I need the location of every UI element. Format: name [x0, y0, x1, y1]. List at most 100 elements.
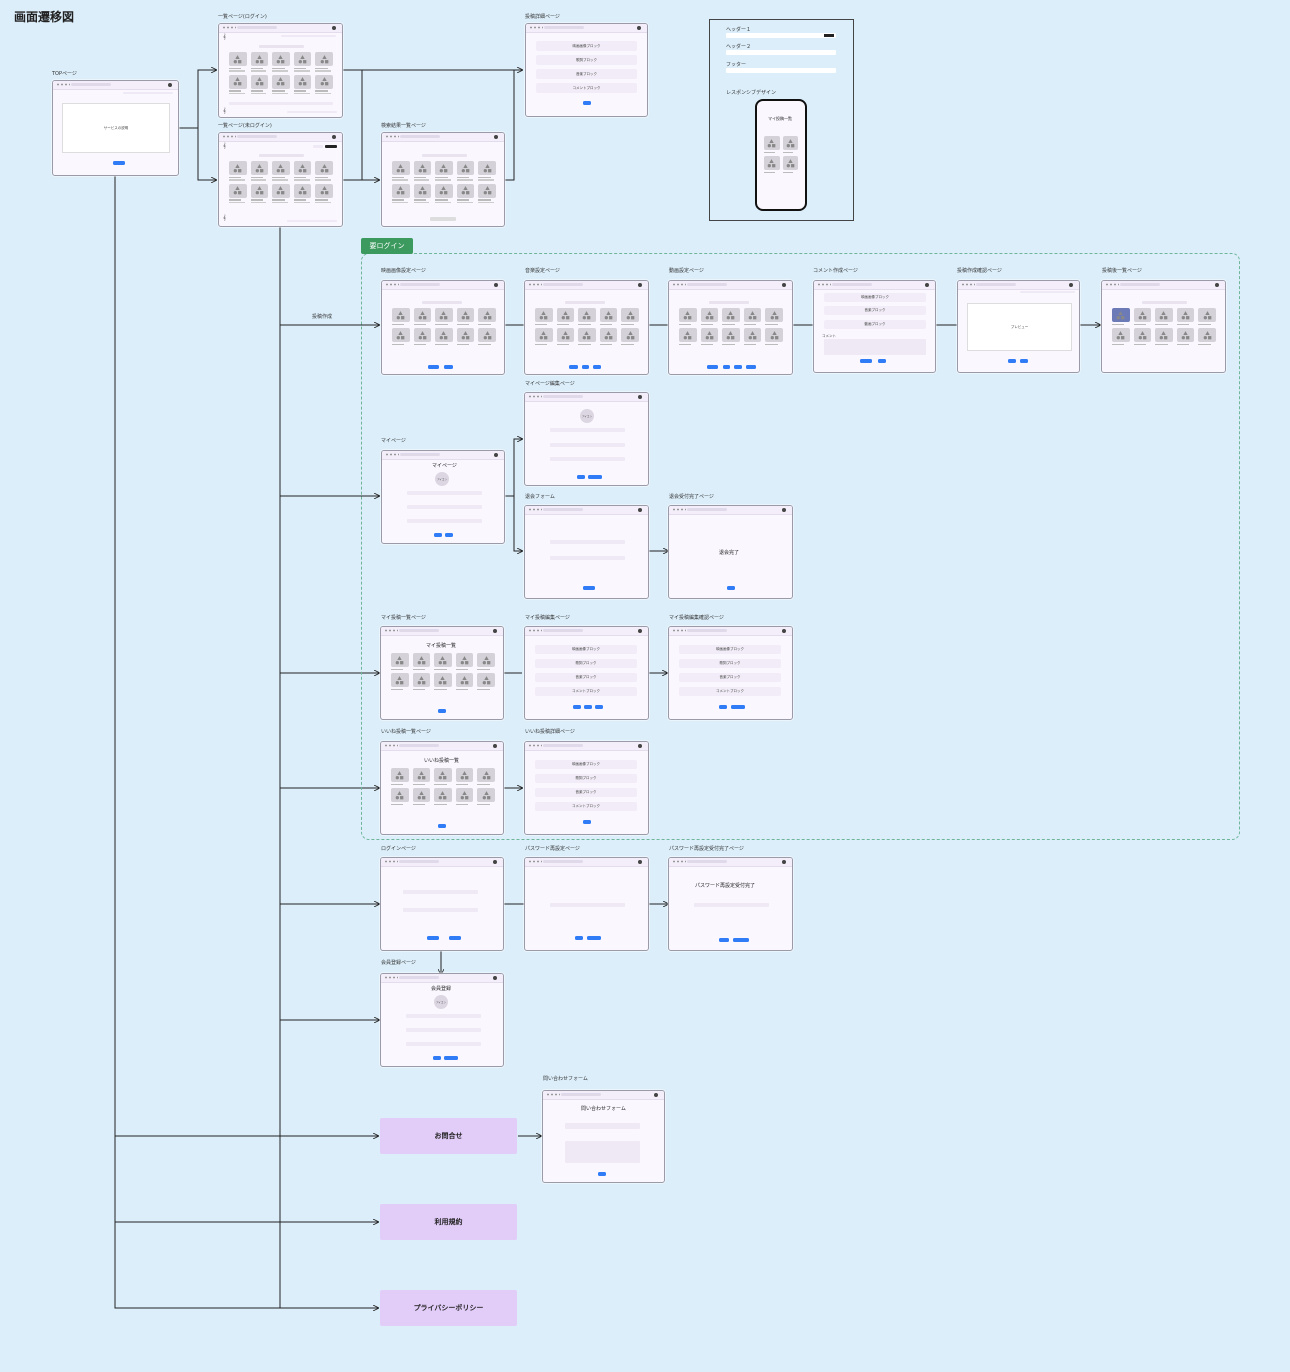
header2-label: ヘッダー２: [726, 44, 752, 50]
privacy-pill[interactable]: プライバシーポリシー: [380, 1290, 517, 1326]
my-posts-heading: マイ投稿一覧: [426, 643, 457, 649]
block: コメントブロック: [535, 802, 637, 811]
my-post-edit-confirm-frame[interactable]: 映画画像ブロック 歌詞ブロック 音楽ブロック コメントブロック: [668, 626, 793, 720]
register-label: 会員登録ページ: [381, 960, 416, 966]
post-confirm-label: 投稿作成確認ページ: [957, 268, 1002, 274]
top-page-frame[interactable]: サービスの説明: [52, 80, 179, 176]
avatar: アイコン: [437, 478, 447, 481]
my-posts-label: マイ投稿一覧ページ: [381, 615, 426, 621]
post-list-label: 投稿後一覧ページ: [1102, 268, 1142, 274]
create-post-label: 投稿作成: [312, 314, 333, 320]
pw-reset-done-frame[interactable]: パスワード再設定受付完了: [668, 857, 793, 951]
liked-posts-heading: いいね投稿一覧: [424, 758, 460, 764]
withdraw-frame[interactable]: [524, 505, 649, 599]
block: 音楽ブロック: [535, 673, 637, 682]
block: 歌詞ブロック: [679, 659, 781, 668]
diagram-title: 画面遷移図: [14, 10, 75, 24]
block: 動画ブロック: [824, 320, 926, 329]
block: 歌詞ブロック: [535, 774, 637, 783]
my-post-edit-confirm-label: マイ投稿編集確認ページ: [669, 615, 724, 621]
top-button[interactable]: [113, 161, 125, 165]
comment-create-label: コメント作成ページ: [813, 268, 858, 274]
block: 映画画像ブロック: [535, 760, 637, 769]
withdraw-done-heading: 退会完了: [719, 550, 740, 556]
phone-title: マイ投稿一覧: [768, 116, 792, 121]
login-required-badge: 要ログイン: [361, 238, 413, 254]
detail-block: 歌詞ブロック: [536, 55, 637, 65]
service-description: サービスの説明: [103, 125, 129, 130]
withdraw-label: 退会フォーム: [525, 494, 555, 500]
block: 映画画像ブロック: [824, 293, 926, 302]
image-setting-frame[interactable]: [381, 280, 505, 375]
my-posts-frame[interactable]: マイ投稿一覧: [380, 626, 504, 720]
contact-form-heading: 問い合わせフォーム: [581, 1106, 626, 1112]
search-results-frame[interactable]: [381, 132, 505, 227]
contact-form-label: 問い合わせフォーム: [543, 1076, 588, 1082]
header-footer-spec: ヘッダー１ ヘッダー２ フッター レスポンシブデザイン マイ投稿一覧: [709, 19, 854, 221]
mypage-edit-frame[interactable]: アイコン: [524, 392, 649, 486]
comment-create-frame[interactable]: 映画画像ブロック 音楽ブロック 動画ブロック コメント: [813, 280, 936, 373]
list-guest-label: 一覧ページ(未ログイン): [218, 123, 272, 129]
login-label: ログインページ: [381, 846, 416, 852]
footer-label: フッター: [726, 62, 747, 68]
music-setting-label: 音楽設定ページ: [525, 268, 560, 274]
post-list-frame[interactable]: [1101, 280, 1226, 373]
post-grid: [229, 52, 333, 94]
post-confirm-frame[interactable]: プレビュー: [957, 280, 1080, 373]
mypage-edit-label: マイページ編集ページ: [525, 381, 575, 387]
contact-pill[interactable]: お問合せ: [380, 1118, 517, 1154]
login-frame[interactable]: [380, 857, 504, 951]
pw-reset-label: パスワード再設定ページ: [525, 846, 580, 852]
avatar: アイコン: [436, 1001, 446, 1004]
liked-posts-frame[interactable]: いいね投稿一覧: [380, 741, 504, 835]
block: 映画画像ブロック: [679, 645, 781, 654]
header1-label: ヘッダー１: [726, 27, 752, 33]
register-heading: 会員登録: [431, 986, 452, 992]
phone-mockup: マイ投稿一覧: [755, 99, 807, 211]
block: 音楽ブロック: [535, 788, 637, 797]
list-guest-frame[interactable]: 𝄞 𝄞: [218, 132, 343, 227]
search-results-label: 検索結果一覧ページ: [381, 123, 426, 129]
responsive-label: レスポンシブデザイン: [726, 90, 777, 96]
block: 歌詞ブロック: [535, 659, 637, 668]
comment-label: コメント: [822, 334, 836, 338]
image-setting-label: 映画画像設定ページ: [381, 268, 426, 274]
withdraw-done-frame[interactable]: 退会完了: [668, 505, 793, 599]
avatar: アイコン: [582, 415, 592, 418]
pw-reset-done-label: パスワード再設定受付完了ページ: [669, 846, 744, 852]
mypage-heading: マイページ: [432, 463, 457, 469]
video-setting-frame[interactable]: [668, 280, 793, 375]
list-login-label: 一覧ページ(ログイン): [218, 14, 267, 20]
detail-block: 映画画像ブロック: [536, 41, 637, 51]
liked-posts-label: いいね投稿一覧ページ: [381, 729, 431, 735]
mypage-label: マイページ: [381, 438, 406, 444]
pw-reset-done-heading: パスワード再設定受付完了: [695, 883, 756, 889]
list-login-frame[interactable]: 𝄞 𝄞: [218, 23, 343, 118]
block: コメントブロック: [535, 687, 637, 696]
block: 音楽ブロック: [824, 306, 926, 315]
my-post-edit-label: マイ投稿編集ページ: [525, 615, 570, 621]
pw-reset-frame[interactable]: [524, 857, 649, 951]
liked-detail-frame[interactable]: 映画画像ブロック 歌詞ブロック 音楽ブロック コメントブロック: [524, 741, 649, 835]
my-post-edit-frame[interactable]: 映画画像ブロック 歌詞ブロック 音楽ブロック コメントブロック: [524, 626, 649, 720]
music-setting-frame[interactable]: [524, 280, 649, 375]
liked-detail-label: いいね投稿詳細ページ: [525, 729, 575, 735]
detail-block: コメントブロック: [536, 83, 637, 93]
withdraw-done-label: 退会受付完了ページ: [669, 494, 714, 500]
top-page-label: TOPページ: [52, 71, 77, 77]
post-detail-label: 投稿詳細ページ: [525, 14, 560, 20]
block: コメントブロック: [679, 687, 781, 696]
back-button[interactable]: [583, 101, 591, 105]
register-frame[interactable]: 会員登録 アイコン: [380, 973, 504, 1067]
terms-pill[interactable]: 利用規約: [380, 1204, 517, 1240]
preview-label: プレビュー: [1010, 324, 1029, 329]
video-setting-label: 動画設定ページ: [669, 268, 704, 274]
login-required-area: [361, 253, 1240, 840]
block: 音楽ブロック: [679, 673, 781, 682]
post-detail-frame[interactable]: 映画画像ブロック 歌詞ブロック 音楽ブロック コメントブロック: [525, 23, 648, 117]
contact-form-frame[interactable]: 問い合わせフォーム: [542, 1090, 665, 1183]
detail-block: 音楽ブロック: [536, 69, 637, 79]
mypage-frame[interactable]: マイページ アイコン: [381, 450, 505, 544]
post-grid: [229, 161, 333, 203]
